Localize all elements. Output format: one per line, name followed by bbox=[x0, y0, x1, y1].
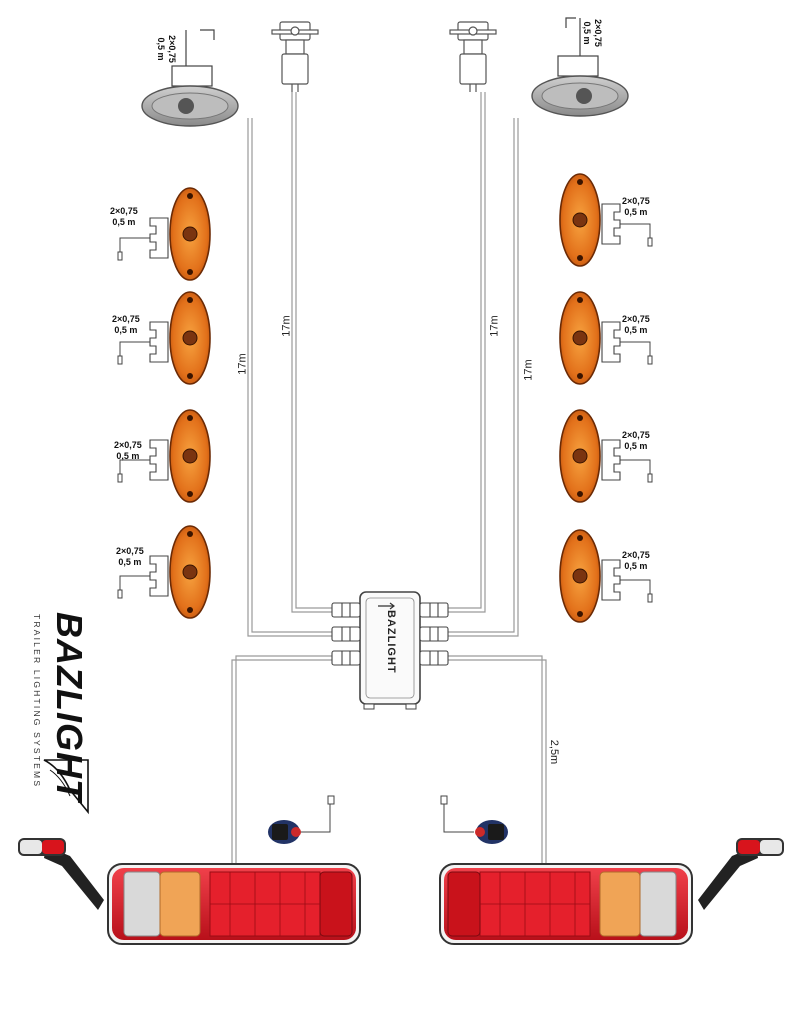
cable-mid-right bbox=[448, 92, 486, 613]
side-marker-lamp-icon bbox=[559, 291, 653, 385]
led-marker-icon bbox=[440, 795, 508, 844]
connector-plug-icon bbox=[271, 21, 319, 92]
side-marker-lamp-icon bbox=[559, 173, 653, 267]
led-marker-icon bbox=[268, 795, 335, 844]
cable-rear-right bbox=[448, 655, 547, 866]
cable-length-label: 17m bbox=[280, 315, 293, 337]
cable-long-left bbox=[247, 118, 333, 637]
side-marker-lamp-icon bbox=[117, 291, 211, 385]
junction-box-label: BAZLIGHT bbox=[385, 610, 397, 674]
cable-rear-left bbox=[231, 655, 333, 866]
tail-lamp-right-icon bbox=[439, 838, 784, 945]
brand-tagline: TRAILER LIGHTING SYSTEMS bbox=[32, 614, 42, 789]
side-marker-lamp-icon bbox=[559, 529, 653, 623]
brand-logo-icon bbox=[43, 759, 89, 815]
cable-long-right bbox=[448, 118, 519, 637]
connector-plug-icon bbox=[449, 21, 497, 92]
brand-name: BAZLIGHT bbox=[49, 612, 90, 802]
side-marker-lamp-icon bbox=[559, 409, 653, 503]
front-clearance-lamp-icon bbox=[531, 17, 629, 117]
cable-length-label: 17m bbox=[488, 315, 501, 337]
side-marker-lamp-icon bbox=[117, 409, 211, 503]
junction-box-icon bbox=[331, 591, 449, 710]
cable-length-label: 17m bbox=[522, 359, 535, 381]
front-clearance-lamp-icon bbox=[141, 29, 239, 127]
cable-length-label: 17m bbox=[236, 353, 249, 375]
tail-lamp-left-icon bbox=[18, 838, 361, 945]
cable-mid-left bbox=[291, 92, 333, 613]
side-marker-lamp-icon bbox=[117, 525, 211, 619]
cable-length-label: 2,5m bbox=[548, 739, 561, 765]
side-marker-lamp-icon bbox=[117, 187, 211, 281]
